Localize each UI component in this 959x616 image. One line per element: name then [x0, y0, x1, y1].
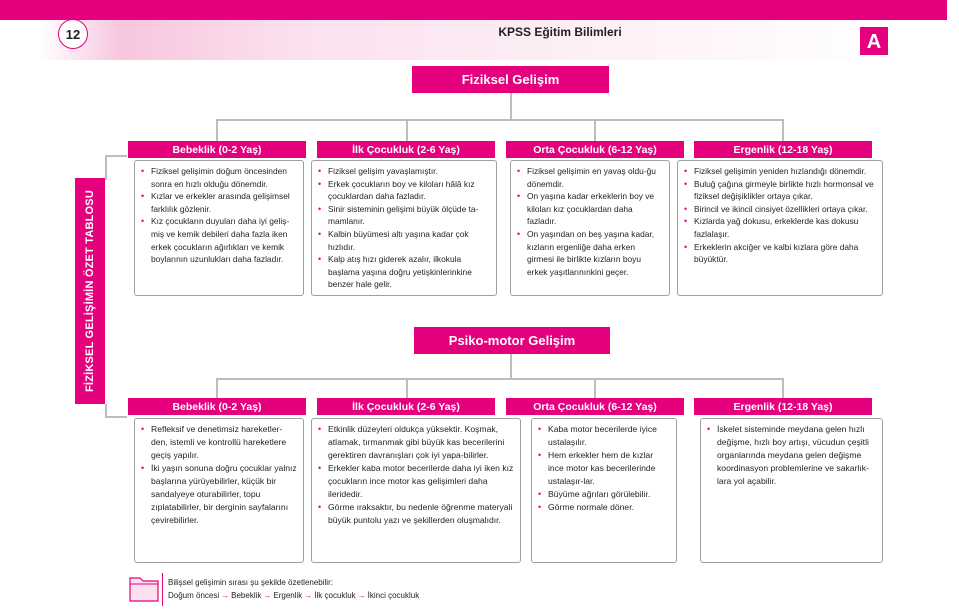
list-item: Erkek çocukların boy ve kiloları hâlâ kı… — [318, 178, 490, 203]
list-item: Kız çocukların duyuları daha iyi geliş-m… — [141, 215, 297, 265]
connector — [216, 378, 218, 398]
arrow-right-icon: → — [357, 591, 366, 600]
stage-header-infancy: Bebeklik (0-2 Yaş) — [128, 141, 306, 158]
connector — [510, 93, 512, 120]
list-item: Fiziksel gelişim yavaşlamıştır. — [318, 165, 490, 178]
list-item: Refleksif ve denetimsiz hareketler-den, … — [141, 423, 297, 462]
sequence-step: Ergenlik — [273, 591, 303, 600]
folder-icon — [129, 577, 159, 602]
list-item: Buluğ çağına girmeyle birlikte hızlı hor… — [684, 178, 876, 203]
list-item: Kalp atış hızı giderek azalır, ilkokula … — [318, 253, 490, 291]
list-item: Sinir sisteminin gelişimi büyük ölçüde t… — [318, 203, 490, 228]
sidebar-label: FİZİKSEL GELİŞİMİN ÖZET TABLOSU — [84, 190, 96, 392]
list-item: Erkeklerin akciğer ve kalbi kızlara göre… — [684, 241, 876, 266]
connector — [782, 378, 784, 398]
physical-adolescence-box: Fiziksel gelişimin yeniden hızlandığı dö… — [677, 160, 883, 296]
list-item: Kaba motor becerilerde iyice ustalaşılır… — [538, 423, 670, 449]
list-item: On yaşından on beş yaşına kadar, kızları… — [517, 228, 663, 278]
header-title: KPSS Eğitim Bilimleri — [498, 25, 622, 39]
connector — [105, 416, 127, 418]
footnote-sequence: Doğum öncesi→Bebeklik→Ergenlik→İlk çocuk… — [168, 589, 419, 602]
list-item: Büyüme ağrıları görülebilir. — [538, 488, 670, 501]
physical-development-title: Fiziksel Gelişim — [412, 66, 609, 93]
note-divider — [162, 573, 163, 606]
list-item: Hem erkekler hem de kızlar ince motor ka… — [538, 449, 670, 488]
physical-early-childhood-box: Fiziksel gelişim yavaşlamıştır. Erkek ço… — [311, 160, 497, 296]
list-item: Birincil ve ikincil cinsiyet özellikleri… — [684, 203, 876, 216]
sequence-step: İlk çocukluk — [314, 591, 356, 600]
list-item: Etkinlik düzeyleri oldukça yüksektir. Ko… — [318, 423, 514, 462]
list-item: Erkekler kaba motor becerilerde daha iyi… — [318, 462, 514, 501]
stage-header-early-childhood: İlk Çocukluk (2-6 Yaş) — [317, 141, 495, 158]
connector — [510, 354, 512, 379]
sequence-step: Doğum öncesi — [168, 591, 220, 600]
page-number: 12 — [58, 19, 88, 49]
stage-header-early-childhood: İlk Çocukluk (2-6 Yaş) — [317, 398, 495, 415]
list-item: Fiziksel gelişimin yeniden hızlandığı dö… — [684, 165, 876, 178]
header-band — [0, 20, 959, 60]
footnote: Bilişsel gelişimin sırası şu şekilde öze… — [168, 576, 419, 602]
list-item: İki yaşın sonuna doğru çocuklar yalnız b… — [141, 462, 297, 527]
arrow-right-icon: → — [221, 591, 230, 600]
stage-header-adolescence: Ergenlik (12-18 Yaş) — [694, 141, 872, 158]
connector — [105, 404, 107, 418]
arrow-right-icon: → — [263, 591, 272, 600]
physical-middle-childhood-box: Fiziksel gelişimin en yavaş oldu-ğu döne… — [510, 160, 670, 296]
connector — [594, 378, 596, 398]
list-item: On yaşına kadar erkeklerin boy ve kilola… — [517, 190, 663, 228]
connector — [406, 119, 408, 141]
sequence-step: Bebeklik — [231, 591, 262, 600]
list-item: Görme ıraksaktır, bu nedenle öğrenme mat… — [318, 501, 514, 527]
psychomotor-development-title: Psiko-motor Gelişim — [414, 327, 610, 354]
stage-header-middle-childhood: Orta Çocukluk (6-12 Yaş) — [506, 398, 684, 415]
stage-header-middle-childhood: Orta Çocukluk (6-12 Yaş) — [506, 141, 684, 158]
list-item: Kızlarda yağ dokusu, erkeklerde kas doku… — [684, 215, 876, 240]
stage-header-adolescence: Ergenlik (12-18 Yaş) — [694, 398, 872, 415]
svg-text:A: A — [867, 31, 881, 53]
psychomotor-early-childhood-box: Etkinlik düzeyleri oldukça yüksektir. Ko… — [311, 418, 521, 563]
connector — [594, 119, 596, 141]
list-item: Kalbin büyümesi altı yaşına kadar çok hı… — [318, 228, 490, 253]
psychomotor-infancy-box: Refleksif ve denetimsiz hareketler-den, … — [134, 418, 304, 563]
list-item: İskelet sisteminde meydana gelen hızlı d… — [707, 423, 876, 488]
connector — [782, 119, 784, 141]
stage-header-infancy: Bebeklik (0-2 Yaş) — [128, 398, 306, 415]
list-item: Fiziksel gelişimin doğum öncesinden sonr… — [141, 165, 297, 190]
list-item: Görme normale döner. — [538, 501, 670, 514]
physical-infancy-box: Fiziksel gelişimin doğum öncesinden sonr… — [134, 160, 304, 296]
summary-table-sidebar: FİZİKSEL GELİŞİMİN ÖZET TABLOSU — [75, 178, 105, 404]
list-item: Kızlar ve erkekler arasında gelişimsel f… — [141, 190, 297, 215]
publisher-logo-icon: A — [860, 27, 888, 55]
connector — [216, 119, 783, 121]
connector — [406, 378, 408, 398]
sequence-step: İkinci çocukluk — [367, 591, 420, 600]
connector — [105, 155, 107, 180]
connector — [216, 119, 218, 141]
footnote-intro: Bilişsel gelişimin sırası şu şekilde öze… — [168, 578, 333, 587]
connector — [216, 378, 783, 380]
arrow-right-icon: → — [304, 591, 313, 600]
psychomotor-middle-childhood-box: Kaba motor becerilerde iyice ustalaşılır… — [531, 418, 677, 563]
psychomotor-adolescence-box: İskelet sisteminde meydana gelen hızlı d… — [700, 418, 883, 563]
top-banner — [0, 0, 959, 20]
connector — [105, 155, 127, 157]
list-item: Fiziksel gelişimin en yavaş oldu-ğu döne… — [517, 165, 663, 190]
